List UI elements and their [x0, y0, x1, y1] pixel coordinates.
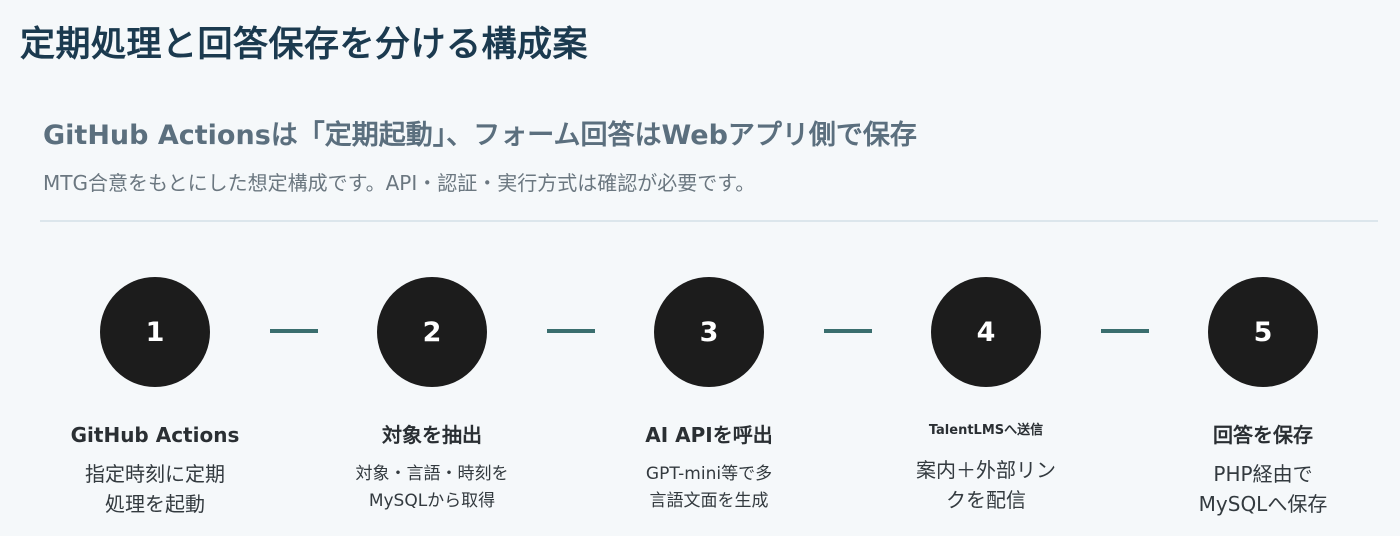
connector-line — [547, 329, 595, 333]
step-title: 回答を保存 — [1213, 423, 1313, 447]
step-number-badge: 4 — [931, 277, 1041, 387]
step-5: 5 回答を保存 PHP経由で MySQLへ保存 — [1143, 277, 1383, 519]
step-number-badge: 5 — [1208, 277, 1318, 387]
step-description-line: MySQLから取得 — [368, 491, 496, 511]
step-description-line: 言語文面を生成 — [649, 491, 769, 511]
subtitle: GitHub Actionsは「定期起動」、フォーム回答はWebアプリ側で保存 — [43, 120, 917, 151]
step-title: GitHub Actions — [70, 423, 240, 447]
divider — [40, 220, 1378, 222]
step-description-line: GPT-mini等で多 — [645, 464, 773, 484]
step-description: 指定時刻に定期 処理を起動 — [70, 459, 240, 519]
step-number-badge: 1 — [100, 277, 210, 387]
connector-line — [270, 329, 318, 333]
step-description-line: 案内＋外部リン — [916, 458, 1056, 482]
step-1: 1 GitHub Actions 指定時刻に定期 処理を起動 — [35, 277, 275, 519]
page-title: 定期処理と回答保存を分ける構成案 — [20, 25, 589, 65]
step-description: GPT-mini等で多 言語文面を生成 — [609, 461, 809, 515]
step-description-line: クを配信 — [946, 488, 1026, 512]
step-description: 案内＋外部リン クを配信 — [901, 455, 1071, 515]
step-title: 対象を抽出 — [382, 423, 482, 447]
step-title: AI APIを呼出 — [645, 423, 773, 447]
step-description-line: 処理を起動 — [105, 492, 205, 516]
step-4: 4 TalentLMSへ送信 案内＋外部リン クを配信 — [866, 277, 1106, 515]
step-description-line: 対象・言語・時刻を — [355, 464, 509, 484]
description: MTG合意をもとにした想定構成です。API・認証・実行方式は確認が必要です。 — [43, 171, 756, 195]
step-3: 3 AI APIを呼出 GPT-mini等で多 言語文面を生成 — [589, 277, 829, 515]
step-number-badge: 3 — [654, 277, 764, 387]
step-number-badge: 2 — [377, 277, 487, 387]
step-description-line: MySQLへ保存 — [1198, 492, 1328, 516]
step-description: PHP経由で MySQLへ保存 — [1178, 459, 1348, 519]
step-2: 2 対象を抽出 対象・言語・時刻を MySQLから取得 — [312, 277, 552, 515]
connector-line — [1101, 329, 1149, 333]
step-description-line: 指定時刻に定期 — [85, 462, 225, 486]
step-description-line: PHP経由で — [1213, 462, 1313, 486]
step-title: TalentLMSへ送信 — [928, 423, 1044, 439]
connector-line — [824, 329, 872, 333]
step-description: 対象・言語・時刻を MySQLから取得 — [332, 461, 532, 515]
